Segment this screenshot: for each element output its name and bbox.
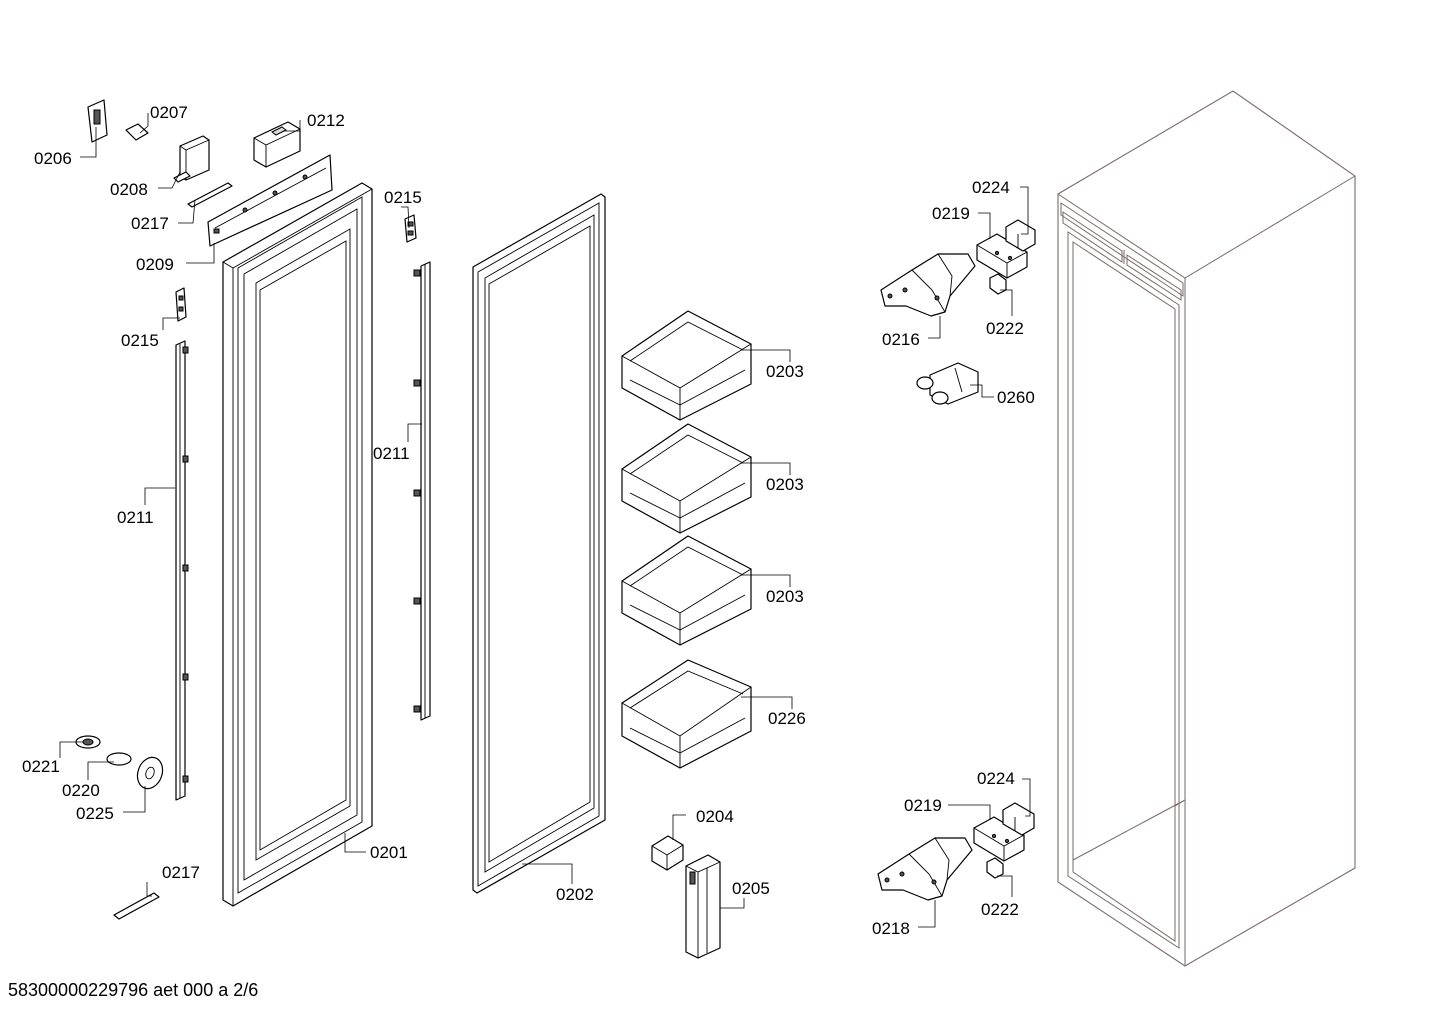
part-0225 — [136, 756, 164, 790]
drawer-0203-b — [621, 423, 752, 534]
shim-0222-bottom — [986, 857, 1004, 879]
label-0225: 0225 — [76, 804, 114, 823]
label-0216: 0216 — [882, 330, 920, 349]
label-0207: 0207 — [150, 103, 188, 122]
label-0218: 0218 — [872, 919, 910, 938]
label-0201: 0201 — [370, 843, 408, 862]
label-0203-b: 0203 — [766, 475, 804, 494]
label-0260: 0260 — [997, 388, 1035, 407]
label-0208: 0208 — [110, 180, 148, 199]
label-0219-top: 0219 — [932, 204, 970, 223]
plate-0224-bottom — [1002, 802, 1035, 836]
label-0205: 0205 — [732, 879, 770, 898]
part-0206 — [87, 99, 108, 143]
label-0212: 0212 — [307, 111, 345, 130]
label-0217-bottom: 0217 — [162, 863, 200, 882]
part-0221 — [75, 735, 101, 749]
document-id: 58300000229796 aet 000 a 2/6 — [8, 980, 259, 1000]
part-0208 — [173, 135, 210, 183]
label-0217-top: 0217 — [131, 214, 169, 233]
part-0217-top — [187, 182, 233, 208]
part-0207 — [125, 123, 149, 141]
label-0211-left: 0211 — [117, 508, 154, 527]
hinge-0218 — [877, 837, 973, 901]
part-0215-right — [404, 214, 417, 243]
part-0260 — [916, 362, 979, 405]
label-0203-a: 0203 — [766, 362, 804, 381]
part-0217-bottom — [113, 892, 160, 920]
label-0226: 0226 — [768, 709, 806, 728]
label-0224-top: 0224 — [972, 178, 1010, 197]
drawer-0203-a — [621, 310, 752, 421]
label-0220: 0220 — [62, 781, 100, 800]
drawer-0203-c — [621, 535, 752, 646]
part-0215-left — [175, 287, 187, 322]
drawer-0226 — [621, 659, 752, 769]
label-0221: 0221 — [22, 757, 60, 776]
label-0215-right: 0215 — [384, 188, 422, 207]
part-0204 — [651, 835, 684, 871]
label-0222-bottom: 0222 — [981, 900, 1019, 919]
rail-0211-right — [413, 261, 431, 721]
part-0212 — [253, 121, 301, 168]
hinge-0216 — [880, 253, 976, 317]
part-0205 — [685, 854, 721, 959]
leader-lines — [59, 113, 1031, 928]
gasket-0202 — [472, 193, 606, 894]
label-0203-c: 0203 — [766, 587, 804, 606]
label-0204: 0204 — [696, 807, 734, 826]
part-labels: 0206 0207 0208 0212 0217 0209 0215 0215 … — [22, 103, 1035, 938]
label-0202: 0202 — [556, 885, 594, 904]
part-0220 — [106, 752, 132, 766]
label-0206: 0206 — [34, 149, 72, 168]
label-0222-top: 0222 — [986, 319, 1024, 338]
label-0209: 0209 — [136, 255, 174, 274]
door-0201 — [222, 182, 373, 907]
shim-0222-top — [989, 273, 1007, 295]
label-0219-bottom: 0219 — [904, 796, 942, 815]
label-0211-right: 0211 — [373, 444, 410, 463]
rail-0211-left — [175, 340, 189, 801]
label-0224-bottom: 0224 — [977, 769, 1015, 788]
cabinet-housing — [1057, 90, 1356, 967]
label-0215-left: 0215 — [121, 331, 159, 350]
part-0209 — [207, 154, 333, 247]
